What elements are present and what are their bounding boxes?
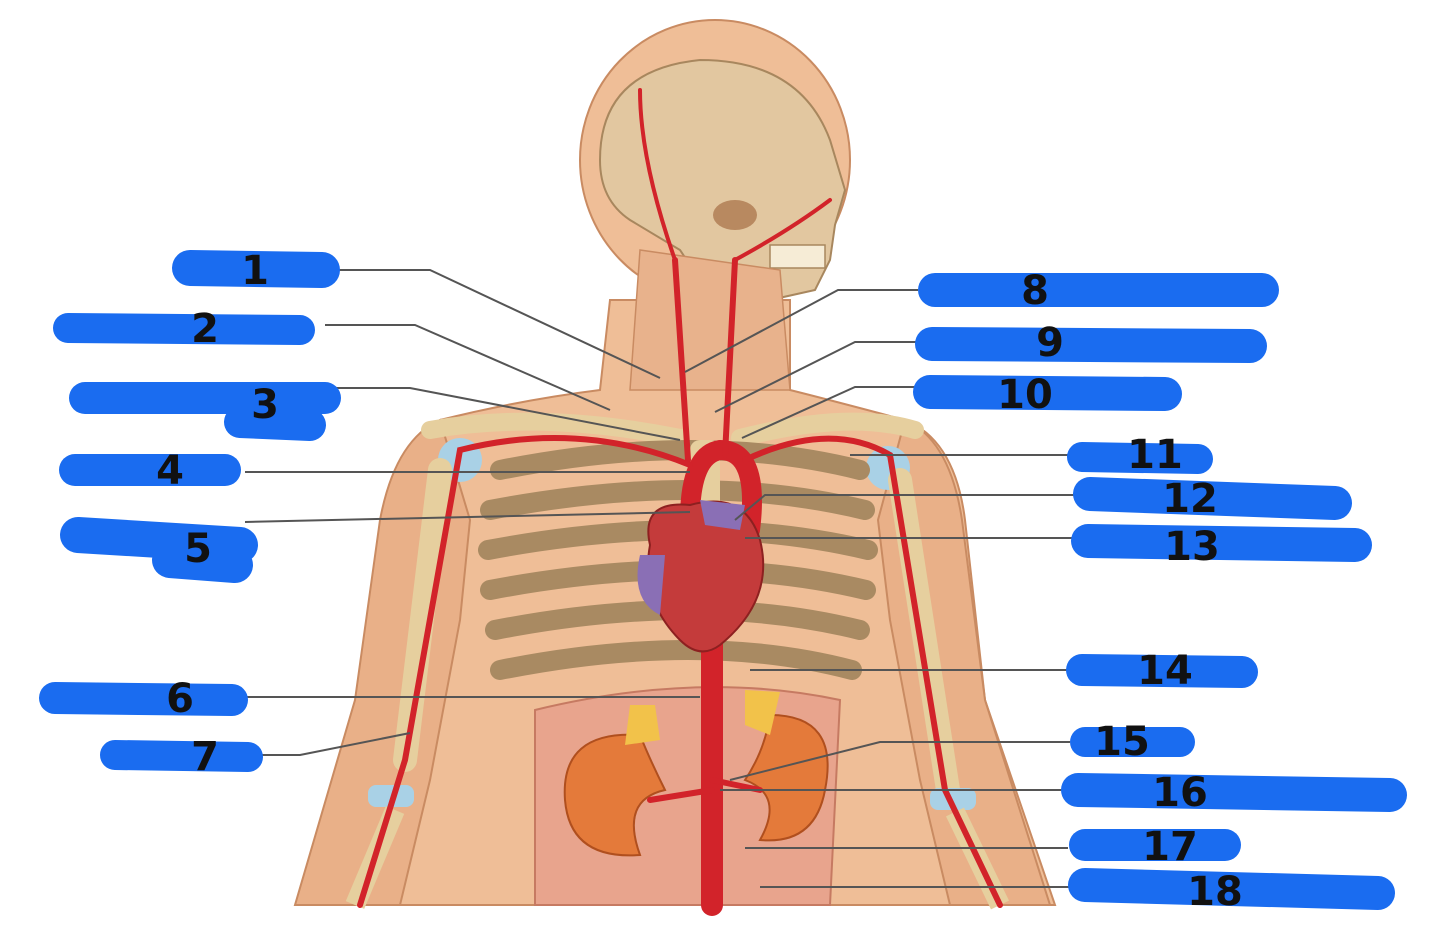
heart-right-atrium xyxy=(637,555,665,615)
highlight-7 xyxy=(100,740,263,772)
cerebral-branch xyxy=(638,88,677,262)
facial-branch xyxy=(733,198,832,262)
highlight-11 xyxy=(1067,442,1213,474)
leader-2 xyxy=(325,324,611,411)
leader-8 xyxy=(684,289,918,373)
heart xyxy=(647,500,765,653)
highlight-16 xyxy=(1061,773,1407,812)
carotid-left xyxy=(672,257,691,463)
renal-left xyxy=(647,787,715,803)
leader-5 xyxy=(244,511,691,523)
label-14: 14 xyxy=(1137,648,1193,694)
neck xyxy=(629,249,791,391)
label-2: 2 xyxy=(191,306,219,352)
eye-socket xyxy=(713,200,757,230)
label-15: 15 xyxy=(1094,719,1150,765)
highlight-6 xyxy=(39,682,248,716)
label-1: 1 xyxy=(241,248,269,294)
highlight-12 xyxy=(1073,477,1352,520)
renal-right xyxy=(709,777,763,793)
label-13: 13 xyxy=(1164,524,1220,570)
label-17: 17 xyxy=(1142,824,1198,870)
highlight-9 xyxy=(915,327,1267,363)
leader-10 xyxy=(741,386,918,439)
adrenal-right xyxy=(745,690,780,735)
body-illustration xyxy=(293,19,1057,916)
label-11: 11 xyxy=(1127,432,1183,478)
label-12: 12 xyxy=(1162,476,1218,522)
label-numbers: 1 2 3 4 5 6 7 8 9 10 11 12 13 14 15 16 1… xyxy=(156,248,1243,915)
highlight-10 xyxy=(913,375,1182,411)
subclavian-left xyxy=(357,435,693,908)
highlight-3 xyxy=(69,382,341,441)
clavicle-left xyxy=(421,412,689,447)
kidney-left xyxy=(563,733,667,857)
skull xyxy=(598,58,847,302)
leader-1 xyxy=(330,269,661,379)
label-4: 4 xyxy=(156,448,184,494)
highlight-marks xyxy=(39,250,1407,910)
elbow-right xyxy=(930,788,976,810)
label-10: 10 xyxy=(997,372,1053,418)
leader-7 xyxy=(258,732,411,756)
humerus-right xyxy=(888,468,960,802)
label-9: 9 xyxy=(1036,320,1064,366)
pulmonary-trunk xyxy=(700,500,745,530)
highlight-1 xyxy=(172,250,340,288)
label-18: 18 xyxy=(1187,869,1243,915)
highlight-2 xyxy=(53,313,315,345)
highlight-13 xyxy=(1071,524,1372,562)
carotid-right xyxy=(722,257,738,458)
leader-3 xyxy=(335,387,681,441)
leader-12 xyxy=(734,494,1075,521)
label-6: 6 xyxy=(166,676,194,722)
label-7: 7 xyxy=(191,734,219,780)
adrenal-left xyxy=(625,705,660,745)
leader-15 xyxy=(729,741,1070,781)
highlight-5 xyxy=(60,517,258,583)
label-16: 16 xyxy=(1152,770,1208,816)
kidney-right xyxy=(743,713,829,842)
clavicle-right xyxy=(731,412,924,447)
teeth xyxy=(769,244,826,269)
aortic-arch xyxy=(680,439,762,540)
label-3: 3 xyxy=(251,382,279,428)
label-8: 8 xyxy=(1021,268,1049,314)
highlight-14 xyxy=(1066,654,1258,688)
leader-lines xyxy=(244,269,1075,888)
highlight-18 xyxy=(1068,868,1395,910)
leader-9 xyxy=(714,341,918,413)
label-5: 5 xyxy=(184,526,212,572)
